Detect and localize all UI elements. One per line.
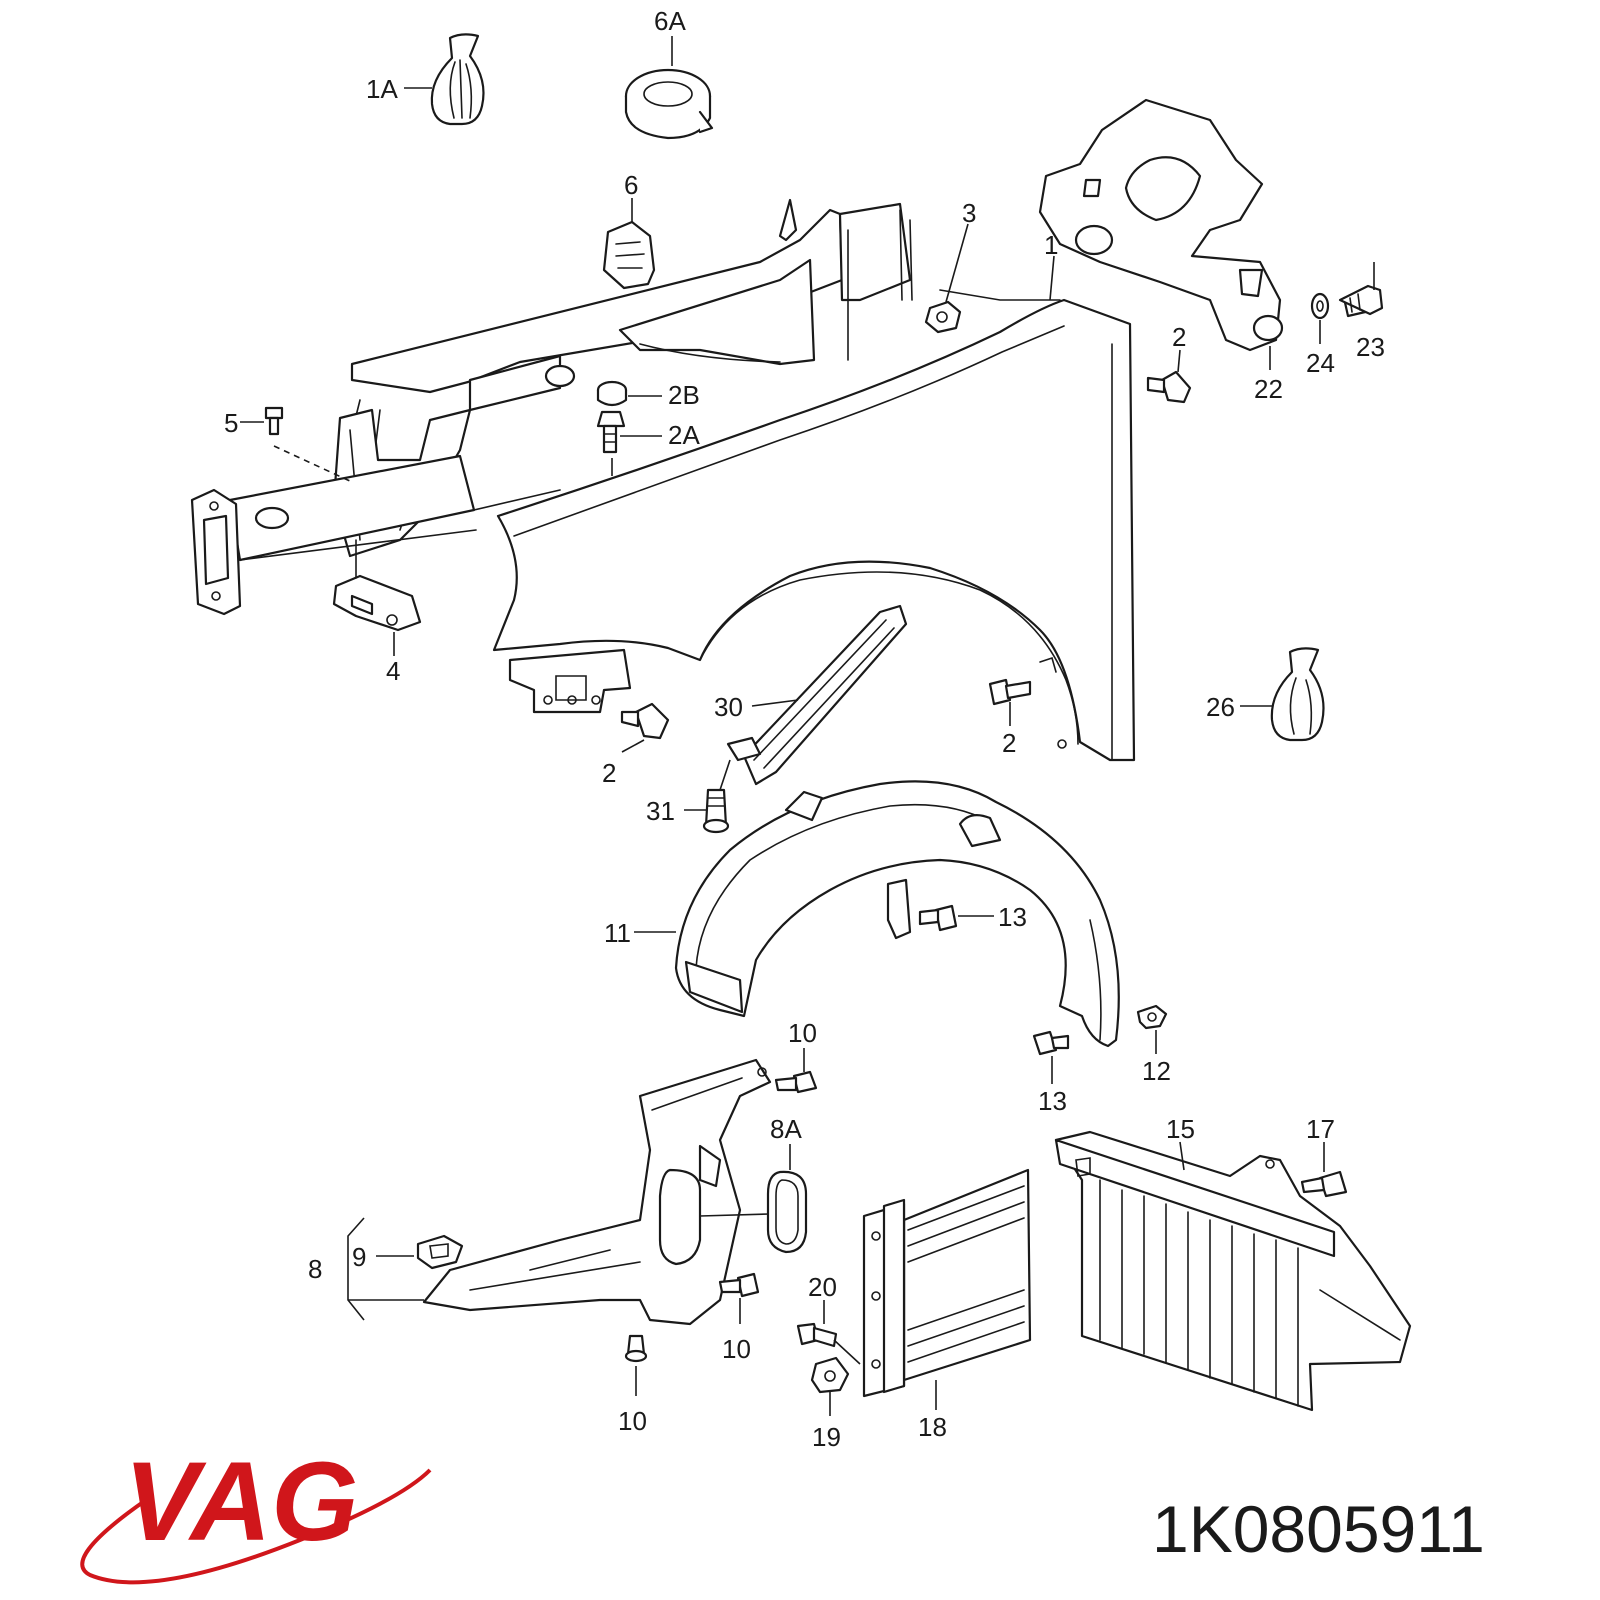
bracket-6 xyxy=(602,220,656,290)
bracket-4 xyxy=(332,539,422,632)
callout-2a: 2A xyxy=(668,420,700,450)
clip-nut-19 xyxy=(810,1356,850,1394)
screw-13-lower xyxy=(1032,1030,1070,1056)
callout-10-bottom: 10 xyxy=(618,1406,647,1436)
callout-18: 18 xyxy=(918,1412,947,1442)
screw-2-top xyxy=(1146,370,1192,404)
clip-12 xyxy=(1136,1004,1168,1030)
callout-17: 17 xyxy=(1306,1114,1335,1144)
washer-24 xyxy=(1310,292,1330,320)
callout-31: 31 xyxy=(646,796,675,826)
callout-3: 3 xyxy=(962,198,976,228)
callout-8a: 8A xyxy=(770,1114,802,1144)
screw-5 xyxy=(264,406,284,436)
callout-22: 22 xyxy=(1254,374,1283,404)
screw-10-bottom xyxy=(624,1334,648,1363)
callout-1: 1 xyxy=(1044,230,1058,260)
sealant-bag-26 xyxy=(1270,647,1325,742)
screw-10-top xyxy=(774,1070,818,1094)
callout-2-top: 2 xyxy=(1172,322,1186,352)
bracket-22 xyxy=(1038,98,1284,352)
callout-8: 8 xyxy=(308,1254,322,1284)
callout-10-mid: 10 xyxy=(722,1334,751,1364)
sealant-bag-1a xyxy=(430,33,485,126)
callout-9: 9 xyxy=(352,1242,366,1272)
seal-ring-8a xyxy=(766,1170,808,1254)
auxiliary-radiator-18 xyxy=(862,1168,1032,1398)
callout-12: 12 xyxy=(1142,1056,1171,1086)
bolt-17 xyxy=(1300,1170,1348,1198)
wheel-liner-front-section-8 xyxy=(422,1058,772,1326)
callout-24: 24 xyxy=(1306,348,1335,378)
bolt-31 xyxy=(702,788,730,834)
nut-3 xyxy=(924,300,962,334)
vag-logo: VAG xyxy=(80,1439,432,1585)
screw-2-right xyxy=(988,678,1032,706)
callout-13-lower: 13 xyxy=(1038,1086,1067,1116)
callout-20: 20 xyxy=(808,1272,837,1302)
callout-1a: 1A xyxy=(366,74,398,104)
screw-20 xyxy=(796,1322,838,1348)
callout-13-upper: 13 xyxy=(998,902,1027,932)
callout-6a: 6A xyxy=(654,6,686,36)
callout-11: 11 xyxy=(604,918,631,948)
callout-26: 26 xyxy=(1206,692,1235,722)
front-longitudinal-member xyxy=(190,198,913,616)
part-number: 1K0805911 xyxy=(1152,1492,1485,1566)
seal-strip-30 xyxy=(726,604,908,786)
callout-2-right: 2 xyxy=(1002,728,1016,758)
callout-6: 6 xyxy=(624,170,638,200)
bolt-23 xyxy=(1338,284,1384,318)
clip-9 xyxy=(416,1234,464,1270)
vag-logo-text: VAG xyxy=(124,1439,358,1564)
callout-30: 30 xyxy=(714,692,743,722)
screw-13-upper xyxy=(918,904,958,932)
fender-mounting-bracket xyxy=(508,648,632,714)
callout-23: 23 xyxy=(1356,332,1385,362)
screw-2-left xyxy=(620,702,670,740)
radiator-cover-15 xyxy=(1054,1130,1412,1412)
vag-logo-swoosh xyxy=(80,1468,432,1585)
callout-2-left: 2 xyxy=(602,758,616,788)
callout-19: 19 xyxy=(812,1422,841,1452)
screw-10-mid xyxy=(718,1272,760,1298)
front-fender-1 xyxy=(492,289,1136,762)
bolt-2a xyxy=(596,410,626,454)
callout-2b: 2B xyxy=(668,380,700,410)
callout-4: 4 xyxy=(386,656,400,686)
callout-15: 15 xyxy=(1166,1114,1195,1144)
wheel-housing-liner-11 xyxy=(674,780,1120,1048)
tape-roll-6a xyxy=(624,68,714,140)
nut-2b xyxy=(596,380,628,407)
callout-10-top: 10 xyxy=(788,1018,817,1048)
callout-5: 5 xyxy=(224,408,238,438)
